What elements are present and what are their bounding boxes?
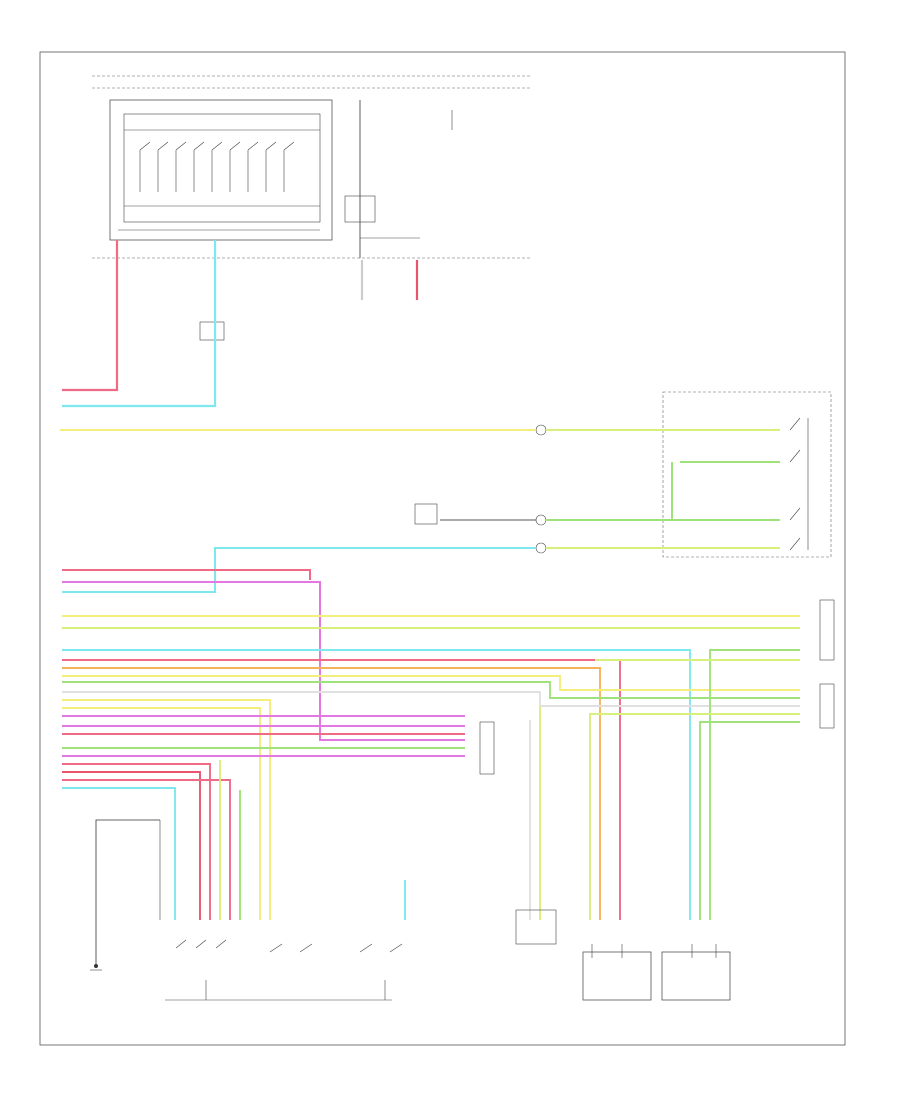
wires-bundle — [62, 615, 800, 920]
steering-switch-block — [414, 391, 832, 558]
diagram-border — [39, 51, 846, 1046]
top-module — [92, 75, 532, 341]
right-connectors — [479, 599, 835, 775]
wires-top — [62, 240, 419, 408]
bottom-components — [90, 819, 731, 1001]
wires-mid — [60, 429, 780, 741]
